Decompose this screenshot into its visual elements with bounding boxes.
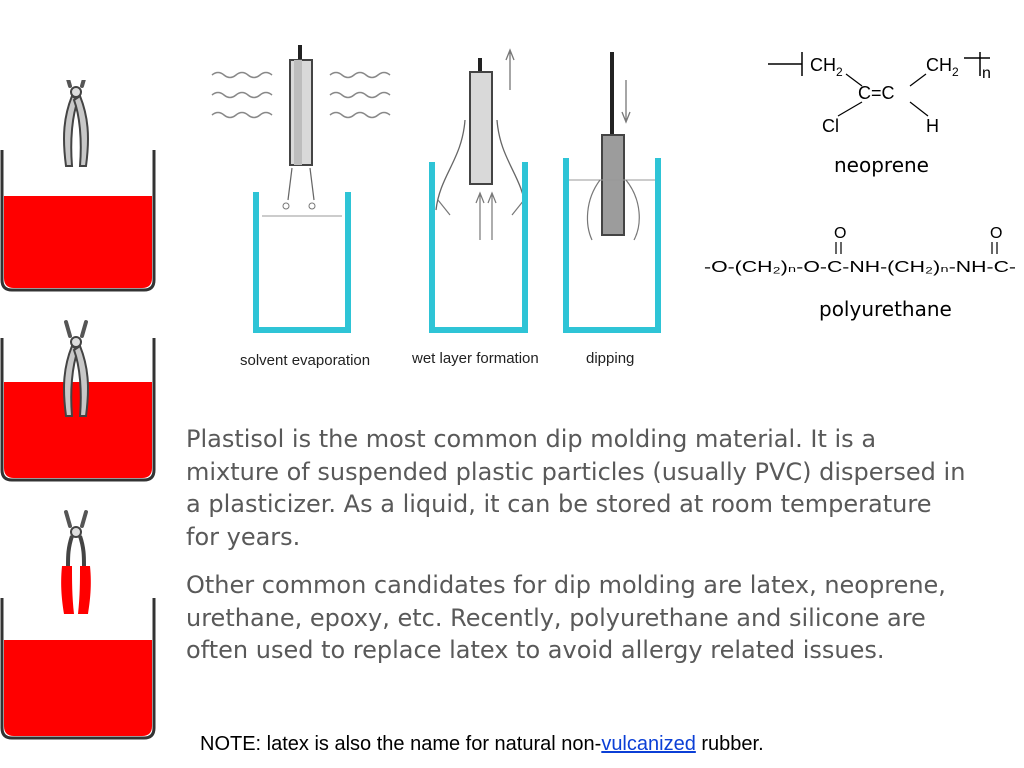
- neoprene-n: n: [982, 65, 991, 82]
- polyurethane-formula: O O -O-(CH₂)ₙ-O-C-NH-(CH₂)ₙ-NH-C-: [704, 225, 1016, 276]
- polyurethane-chain: -O-(CH₂)ₙ-O-C-NH-(CH₂)ₙ-NH-C-: [704, 259, 1016, 276]
- dip-sequence-art: [0, 70, 156, 740]
- neoprene-structure: CH2 CH2 n C=C Cl H: [768, 44, 1008, 140]
- wet-layer-stage: [429, 48, 528, 333]
- svg-text:CH2: CH2: [810, 55, 843, 79]
- dipping-stage: [563, 52, 661, 333]
- paragraph-plastisol: Plastisol is the most common dip molding…: [186, 425, 966, 551]
- neoprene-label: neoprene: [834, 153, 929, 177]
- beaker-step-1: [0, 70, 156, 292]
- dip-sequence: [0, 70, 160, 740]
- neoprene-ch2-right: CH: [926, 55, 952, 75]
- neoprene-cl: Cl: [822, 116, 839, 136]
- polyurethane-label: polyurethane: [819, 297, 952, 321]
- coated-pliers-icon: [61, 510, 91, 614]
- neoprene-h: H: [926, 116, 939, 136]
- process-diagram: [200, 40, 680, 380]
- neoprene-double-bond: C=C: [858, 83, 895, 103]
- evaporation-arrows: [211, 71, 391, 119]
- carbonyl-o-left: O: [834, 225, 846, 242]
- footnote: NOTE: latex is also the name for natural…: [200, 733, 1000, 756]
- caption-wet-layer-formation: wet layer formation: [412, 350, 539, 367]
- footnote-prefix: NOTE: latex is also the name for natural…: [200, 733, 602, 755]
- beaker-step-3: [0, 510, 156, 740]
- beaker-step-2: [0, 320, 156, 482]
- polyurethane-structure: O O -O-(CH₂)ₙ-O-C-NH-(CH₂)ₙ-NH-C-: [704, 222, 1020, 282]
- caption-dipping: dipping: [586, 350, 635, 367]
- neoprene-formula: CH2 CH2 n C=C Cl H: [768, 52, 991, 136]
- pliers-icon: [62, 70, 90, 168]
- process-diagram-art: [211, 45, 661, 333]
- footnote-suffix: rubber.: [695, 733, 764, 755]
- vulcanized-link[interactable]: vulcanized: [601, 733, 696, 755]
- solvent-evaporation-stage: [211, 45, 391, 333]
- neoprene-ch2-left: CH: [810, 55, 836, 75]
- caption-solvent-evaporation: solvent evaporation: [240, 352, 371, 369]
- paragraph-candidates: Other common candidates for dip molding …: [186, 571, 946, 664]
- svg-text:CH2: CH2: [926, 55, 959, 79]
- carbonyl-o-right: O: [990, 225, 1002, 242]
